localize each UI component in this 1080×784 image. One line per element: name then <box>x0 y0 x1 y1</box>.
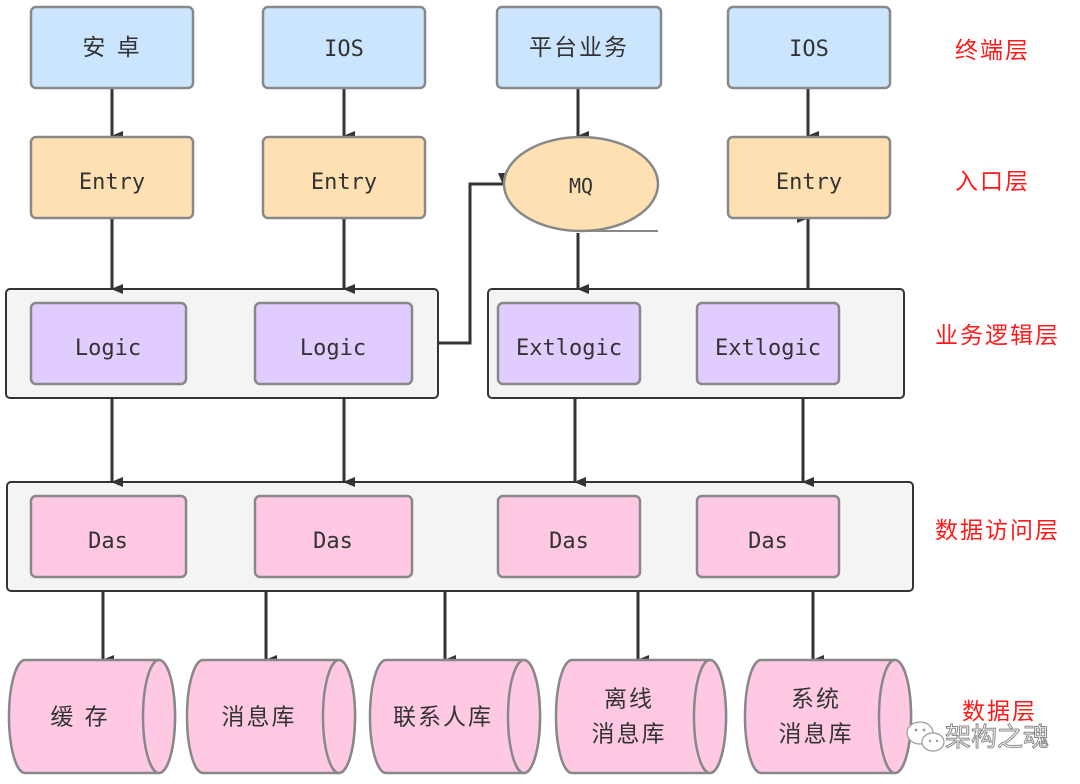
data-store-label: 联系人库 <box>393 705 493 731</box>
node-label: Extlogic <box>516 336 622 361</box>
node-das-3[interactable]: Das <box>496 494 642 579</box>
node-label: MQ <box>569 174 593 198</box>
node-label: Extlogic <box>715 336 821 361</box>
node-das-4[interactable]: Das <box>695 494 841 579</box>
terminal-layer: 安 卓 IOS 平台业务 IOS <box>29 5 892 90</box>
layer-label-entry: 入口层 <box>955 169 1030 195</box>
das-layer: Das Das Das Das <box>29 494 841 579</box>
node-label: Das <box>748 529 788 554</box>
node-platform-business[interactable]: 平台业务 <box>495 5 663 90</box>
logic-layer: Logic Logic Extlogic Extlogic <box>29 301 841 386</box>
layer-labels: 终端层 入口层 业务逻辑层 数据访问层 数据层 <box>935 38 1060 725</box>
node-label: Logic <box>300 336 366 361</box>
data-store-label: 缓 存 <box>50 705 109 731</box>
node-android[interactable]: 安 卓 <box>29 5 195 90</box>
data-store-cylinder[interactable]: 联系人库 <box>368 658 542 775</box>
data-store-label: 消息库 <box>222 705 297 731</box>
node-entry-1[interactable]: Entry <box>29 135 195 220</box>
data-store-label: 离线 <box>604 687 654 713</box>
data-store-cylinder[interactable]: 缓 存 <box>7 658 177 775</box>
node-label: Entry <box>776 170 842 195</box>
node-ios[interactable]: IOS <box>261 5 427 90</box>
node-ios-2[interactable]: IOS <box>726 5 892 90</box>
layer-label-data: 数据层 <box>962 699 1037 725</box>
node-label: Das <box>549 529 589 554</box>
entry-layer: Entry Entry MQ Entry <box>29 135 892 233</box>
node-logic-1[interactable]: Logic <box>29 301 188 386</box>
data-store-label: 消息库 <box>592 722 667 748</box>
layer-label-data-access: 数据访问层 <box>935 518 1060 544</box>
node-extlogic-1[interactable]: Extlogic <box>496 301 642 386</box>
node-entry-2[interactable]: Entry <box>261 135 427 220</box>
node-label: IOS <box>324 37 364 62</box>
node-label: Entry <box>311 170 377 195</box>
watermark: 架构之魂 <box>906 721 1050 754</box>
node-entry-3[interactable]: Entry <box>726 135 892 220</box>
data-store-label: 系统 <box>791 687 841 713</box>
arrow-logic-to-mq <box>438 173 508 345</box>
node-mq[interactable]: MQ <box>502 135 660 233</box>
node-das-1[interactable]: Das <box>29 494 188 579</box>
data-store-cylinder[interactable]: 消息库 <box>185 658 357 775</box>
node-label: Das <box>313 529 353 554</box>
data-store-label: 消息库 <box>779 722 854 748</box>
watermark-text: 架构之魂 <box>945 723 1049 753</box>
layer-label-terminal: 终端层 <box>955 38 1030 64</box>
wechat-icon <box>906 721 945 752</box>
node-label: 安 卓 <box>82 35 141 61</box>
data-layer: 缓 存消息库联系人库离线消息库系统消息库 <box>7 658 913 775</box>
node-label: Das <box>88 529 128 554</box>
node-logic-2[interactable]: Logic <box>253 301 414 386</box>
das-group <box>6 481 914 592</box>
layer-label-logic: 业务逻辑层 <box>935 323 1060 349</box>
node-label: Logic <box>75 336 141 361</box>
node-label: IOS <box>789 37 829 62</box>
node-label: Entry <box>79 170 145 195</box>
node-das-2[interactable]: Das <box>253 494 414 579</box>
arrows <box>101 88 824 665</box>
node-extlogic-2[interactable]: Extlogic <box>695 301 841 386</box>
node-label: 平台业务 <box>529 35 629 61</box>
